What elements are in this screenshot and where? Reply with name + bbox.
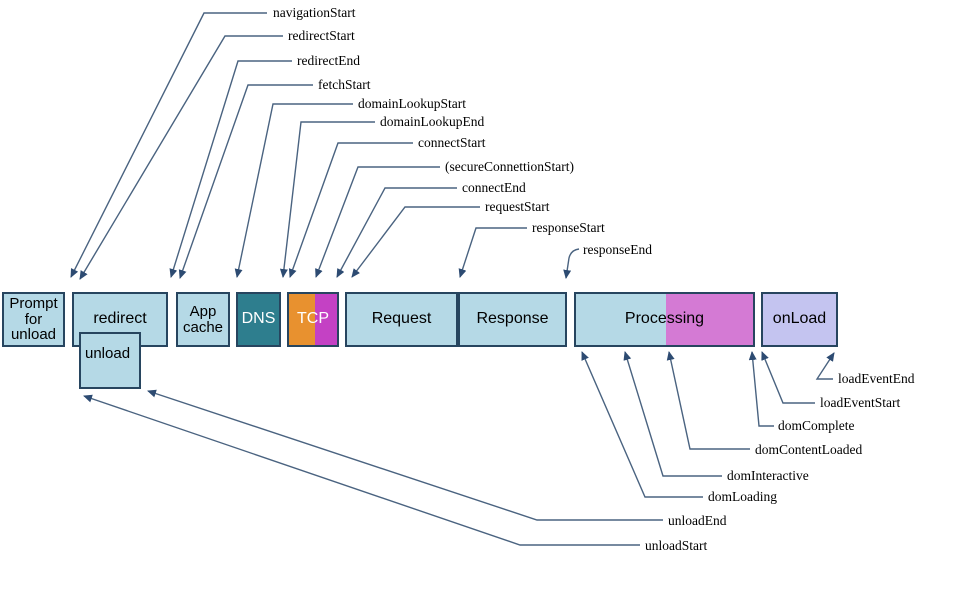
connector-domContentLoaded bbox=[666, 351, 750, 450]
timing-label-domComplete: domComplete bbox=[778, 418, 855, 433]
connector-domInteractive bbox=[623, 351, 722, 477]
timing-label-loadEventEnd: loadEventEnd bbox=[838, 371, 915, 386]
phase-label-line: for bbox=[24, 310, 43, 328]
connector-loadEventEnd bbox=[815, 352, 835, 380]
timing-label-connectEnd: connectEnd bbox=[462, 180, 526, 195]
timing-label-unloadEnd: unloadEnd bbox=[668, 513, 727, 528]
phase-box-response: Response bbox=[458, 292, 567, 347]
timing-label-domainLookupStart: domainLookupStart bbox=[358, 96, 466, 111]
timing-label-connectStart: connectStart bbox=[418, 135, 486, 150]
timing-label-fetchStart: fetchStart bbox=[318, 77, 371, 92]
connector-fetchStart bbox=[178, 84, 313, 279]
timing-label-domInteractive: domInteractive bbox=[727, 468, 809, 483]
phase-label-line: Prompt bbox=[9, 294, 58, 312]
timing-label-unloadStart: unloadStart bbox=[645, 538, 708, 553]
connector-domComplete bbox=[748, 351, 774, 427]
phase-label: TCP bbox=[297, 310, 329, 328]
phase-label-line: App bbox=[189, 302, 217, 320]
timing-label-secureConnectionStart: (secureConnettionStart) bbox=[445, 159, 574, 174]
connector-domainLookupStart bbox=[234, 103, 353, 278]
phase-box-dns: DNS bbox=[236, 292, 281, 347]
timing-label-loadEventStart: loadEventStart bbox=[820, 395, 901, 410]
phase-label: redirect bbox=[93, 310, 147, 328]
timing-label-responseStart: responseStart bbox=[532, 220, 605, 235]
phase-label: DNS bbox=[241, 310, 276, 328]
connector-unloadEnd bbox=[147, 389, 663, 521]
phase-label: Processing bbox=[624, 310, 705, 328]
connector-unloadStart bbox=[83, 394, 640, 546]
connector-responseEnd bbox=[563, 248, 580, 279]
timing-label-domLoading: domLoading bbox=[708, 489, 777, 504]
connector-redirectStart bbox=[79, 35, 283, 280]
phase-box-app-cache: App cache bbox=[176, 292, 230, 347]
phase-label: unload bbox=[85, 345, 131, 362]
phase-box-onload: onLoad bbox=[761, 292, 838, 347]
phase-box-request: Request bbox=[345, 292, 458, 347]
timing-label-domContentLoaded: domContentLoaded bbox=[755, 442, 863, 457]
connector-responseStart bbox=[458, 227, 527, 278]
phase-box-prompt-for-unload: Prompt for unload bbox=[2, 292, 65, 347]
connector-requestStart bbox=[351, 206, 480, 278]
phase-box-processing: Processing bbox=[574, 292, 755, 347]
timing-label-domainLookupEnd: domainLookupEnd bbox=[380, 114, 485, 129]
connector-navigationStart bbox=[70, 12, 267, 278]
connector-domainLookupEnd bbox=[279, 121, 375, 278]
timing-label-redirectEnd: redirectEnd bbox=[297, 53, 360, 68]
connector-domLoading bbox=[581, 351, 703, 498]
connector-connectStart bbox=[288, 142, 413, 278]
connector-connectEnd bbox=[336, 187, 457, 278]
timing-label-redirectStart: redirectStart bbox=[288, 28, 355, 43]
timing-label-requestStart: requestStart bbox=[485, 199, 550, 214]
phase-box-unload: unload bbox=[79, 332, 141, 389]
phase-box-tcp: TCP bbox=[287, 292, 339, 347]
timing-label-responseEnd: responseEnd bbox=[583, 242, 652, 257]
connector-loadEventStart bbox=[761, 351, 815, 404]
connector-redirectEnd bbox=[169, 60, 292, 278]
timing-label-navigationStart: navigationStart bbox=[273, 5, 356, 20]
phase-label-line: unload bbox=[10, 326, 57, 344]
phase-label: onLoad bbox=[772, 310, 827, 328]
phase-label-line: cache bbox=[182, 318, 224, 336]
connector-secureConnectionStart bbox=[315, 166, 440, 278]
phase-label: Request bbox=[371, 310, 432, 328]
phase-label: Response bbox=[476, 310, 549, 328]
